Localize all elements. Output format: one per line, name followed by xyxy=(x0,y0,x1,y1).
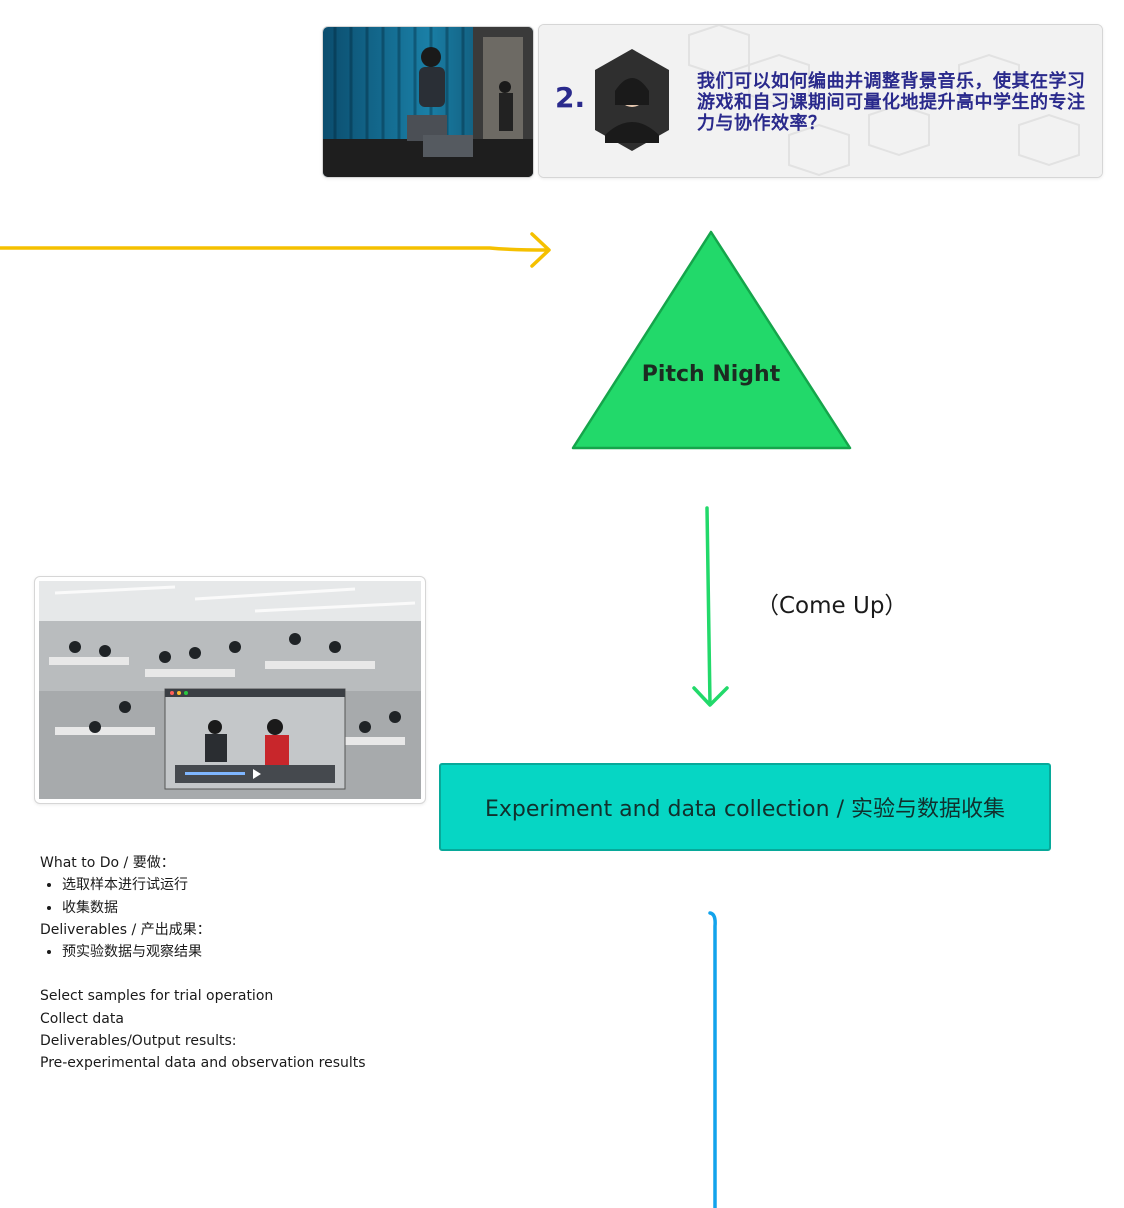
what-to-do-list: 选取样本进行试运行 收集数据 xyxy=(40,874,400,919)
what-to-do-heading: What to Do / 要做： xyxy=(40,855,175,871)
research-question-slide[interactable]: 2. 我们可以如何编曲并调整背景音乐，使其在学习游戏和自习课期间可量化地提升高中… xyxy=(538,24,1103,178)
yellow-arrow[interactable] xyxy=(0,232,551,268)
list-item: 预实验数据与观察结果 xyxy=(62,941,400,963)
experiment-label: Experiment and data collection / 实验与数据收集 xyxy=(485,797,1005,822)
experiment-box[interactable]: Experiment and data collection / 实验与数据收集 xyxy=(439,763,1051,851)
blue-connector-line[interactable] xyxy=(708,911,717,1208)
english-line: Deliverables/Output results: xyxy=(40,1033,237,1050)
english-line: Collect data xyxy=(40,1010,124,1027)
deliverables-heading: Deliverables / 产出成果： xyxy=(40,921,211,938)
list-item: 收集数据 xyxy=(62,897,400,919)
green-arrow[interactable] xyxy=(692,506,729,707)
slide-question-text: 我们可以如何编曲并调整背景音乐，使其在学习游戏和自习课期间可量化地提升高中学生的… xyxy=(697,71,1086,134)
paragraph-gap xyxy=(40,963,400,985)
slide-number: 2. xyxy=(555,81,586,114)
list-item: 选取样本进行试运行 xyxy=(62,874,400,896)
pitch-night-label: Pitch Night xyxy=(641,362,781,387)
come-up-label: （Come Up） xyxy=(756,593,908,619)
presenter-photo[interactable] xyxy=(322,26,534,178)
deliverables-list: 预实验数据与观察结果 xyxy=(40,941,400,963)
presenter-photo-image xyxy=(323,27,533,177)
english-line: Pre-experimental data and observation re… xyxy=(40,1055,366,1072)
pitch-night-triangle[interactable] xyxy=(571,230,852,450)
classroom-photo-image xyxy=(39,581,421,799)
english-line: Select samples for trial operation xyxy=(40,988,274,1005)
notes-text-block[interactable]: What to Do / 要做： 选取样本进行试运行 收集数据 Delivera… xyxy=(40,852,400,1075)
classroom-photo[interactable] xyxy=(34,576,426,804)
slide-background xyxy=(539,25,1102,177)
